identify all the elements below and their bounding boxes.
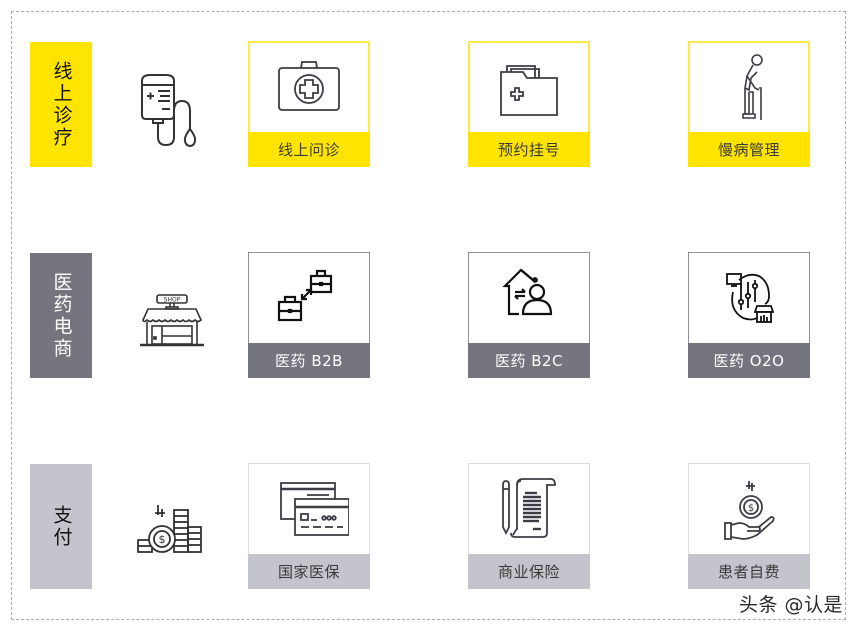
category-block: 医药电商 <box>30 253 92 378</box>
category-label: 支付 <box>50 504 73 549</box>
row-online-medical: 线上诊疗 线上问诊 <box>0 41 861 167</box>
card-appointment[interactable]: 预约挂号 <box>468 41 590 167</box>
medical-kit-icon <box>250 43 368 132</box>
insurance-cards-icon <box>249 464 369 554</box>
svg-text:$: $ <box>159 533 166 546</box>
card-pharma-o2o[interactable]: 医药 O2O <box>688 252 810 378</box>
category-block: 线上诊疗 <box>30 42 92 167</box>
card-label: 国家医保 <box>248 554 370 589</box>
card-label: 医药 O2O <box>688 343 810 378</box>
elderly-cane-icon <box>690 43 808 132</box>
card-label: 医药 B2B <box>248 343 370 378</box>
svg-text:SHOP: SHOP <box>164 297 181 304</box>
card-label: 患者自费 <box>688 554 810 589</box>
shop-storefront-icon: SHOP <box>122 264 222 364</box>
row-pharma-ecommerce: 医药电商 SHOP <box>0 252 861 378</box>
card-pharma-b2c[interactable]: 医药 B2C <box>468 252 590 378</box>
svg-text:$: $ <box>748 503 754 514</box>
card-label: 线上问诊 <box>248 132 370 167</box>
medical-folder-icon <box>470 43 588 132</box>
card-self-pay[interactable]: $ 患者自费 <box>688 463 810 589</box>
card-national-insurance[interactable]: 国家医保 <box>248 463 370 589</box>
category-block: 支付 <box>30 464 92 589</box>
card-online-consultation[interactable]: 线上问诊 <box>248 41 370 167</box>
card-label: 医药 B2C <box>468 343 590 378</box>
home-to-person-icon <box>469 253 589 343</box>
card-label: 商业保险 <box>468 554 590 589</box>
row-payment: 支付 $ <box>0 463 861 589</box>
category-label: 医药电商 <box>50 271 73 360</box>
card-label: 慢病管理 <box>688 132 810 167</box>
dashed-frame <box>11 11 846 620</box>
card-chronic-disease[interactable]: 慢病管理 <box>688 41 810 167</box>
category-label: 线上诊疗 <box>50 60 73 149</box>
hand-coin-icon: $ <box>689 464 809 554</box>
card-label: 预约挂号 <box>468 132 590 167</box>
coin-stacks-icon: $ <box>122 475 222 575</box>
card-pharma-b2b[interactable]: 医药 B2B <box>248 252 370 378</box>
iv-drip-icon <box>122 53 222 153</box>
online-offline-store-icon <box>689 253 809 343</box>
card-commercial-insurance[interactable]: 商业保险 <box>468 463 590 589</box>
briefcase-exchange-icon <box>249 253 369 343</box>
policy-document-pen-icon <box>469 464 589 554</box>
watermark: 头条 @认是 <box>738 594 843 616</box>
